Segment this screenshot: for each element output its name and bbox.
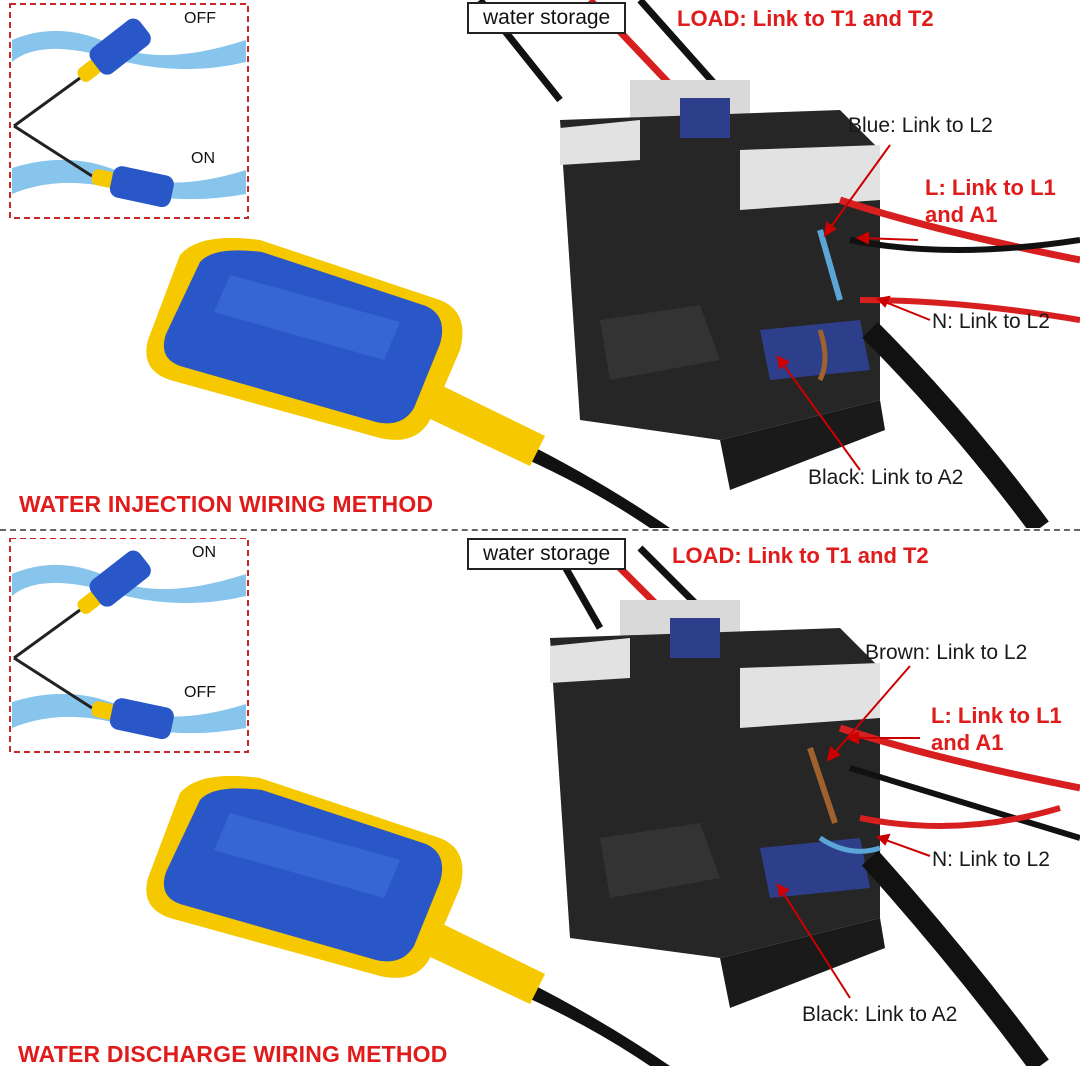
bottom-black-label: Black: Link to A2 <box>802 1003 958 1026</box>
top-wire-label-1: Blue: Link to L2 <box>848 114 993 137</box>
water-discharge-panel: ON OFF water storage LOAD: Link to T1 an… <box>0 538 1080 1066</box>
panel-divider <box>0 529 1080 531</box>
bottom-water-storage-label: water storage <box>467 538 627 570</box>
bottom-wire-label-1: Brown: Link to L2 <box>865 641 1028 664</box>
label-pointers <box>776 144 931 471</box>
top-switch-upper-label: OFF <box>184 10 216 27</box>
bottom-method-title: WATER DISCHARGE WIRING METHOD <box>18 1041 448 1066</box>
float-state-inset <box>9 538 249 753</box>
contactor-icon <box>550 545 1080 1066</box>
top-black-label: Black: Link to A2 <box>808 466 964 489</box>
float-switch-icon <box>91 166 174 208</box>
top-n-label: N: Link to L2 <box>932 310 1050 333</box>
float-switch-icon <box>91 698 174 740</box>
bottom-switch-lower-label: OFF <box>184 684 216 701</box>
float-switch-icon <box>146 237 670 528</box>
water-wave-icon <box>12 30 246 70</box>
water-injection-illustration <box>9 0 1080 528</box>
contactor-icon <box>477 0 1080 528</box>
bottom-l-label-line2: and A1 <box>931 730 1004 755</box>
bottom-switch-upper-label: ON <box>192 544 216 561</box>
float-switch-icon <box>77 550 151 614</box>
top-l-label-line1: L: Link to L1 <box>925 175 1056 200</box>
bottom-n-label: N: Link to L2 <box>932 848 1050 871</box>
water-injection-panel: OFF ON water storage LOAD: Link to T1 an… <box>0 0 1080 528</box>
top-method-title: WATER INJECTION WIRING METHOD <box>19 491 434 517</box>
label-pointers <box>776 665 931 999</box>
bottom-load-label: LOAD: Link to T1 and T2 <box>672 543 929 568</box>
float-switch-icon <box>77 18 151 82</box>
bottom-l-label-line1: L: Link to L1 <box>931 703 1062 728</box>
top-l-label-line2: and A1 <box>925 202 998 227</box>
top-water-storage-label: water storage <box>467 2 627 34</box>
water-discharge-illustration <box>9 538 1080 1066</box>
float-state-inset <box>9 3 249 219</box>
top-switch-lower-label: ON <box>191 150 215 167</box>
top-load-label: LOAD: Link to T1 and T2 <box>677 6 934 31</box>
float-switch-icon <box>146 775 670 1066</box>
water-wave-icon <box>12 564 246 604</box>
